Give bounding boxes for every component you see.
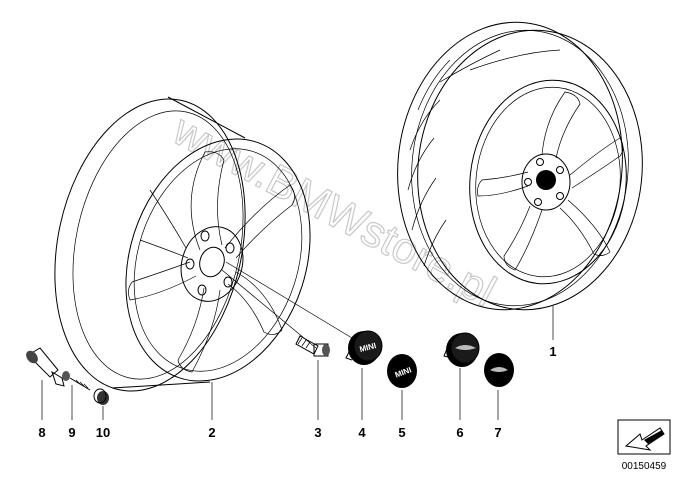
callout-7: 7 <box>494 425 501 440</box>
leader-lines <box>41 261 554 420</box>
callout-1: 1 <box>549 344 556 359</box>
hub-cap-icon <box>536 170 556 190</box>
callout-10: 10 <box>96 425 110 440</box>
watermark: www.BMWstore.pl <box>164 105 503 316</box>
valve-cap-illustration <box>93 388 109 405</box>
callout-6: 6 <box>456 425 463 440</box>
hub-cap-flat-illustration: MINI <box>387 354 417 388</box>
callout-2: 2 <box>208 425 215 440</box>
wheel-bolt-illustration <box>295 335 330 357</box>
valve-illustration <box>26 347 65 387</box>
cap-logo-text: MINI <box>359 341 378 354</box>
wings-logo-icon <box>455 345 476 350</box>
wheel-rim-illustration <box>54 96 311 392</box>
hub-cap-wings-illustration <box>443 332 480 367</box>
callout-4: 4 <box>358 425 366 440</box>
wheel-tyre-illustration <box>397 21 643 311</box>
hub-cap-wings-flat-illustration <box>484 353 514 387</box>
callout-9: 9 <box>68 425 75 440</box>
callout-8: 8 <box>38 425 45 440</box>
hub-cap-mini-illustration: MINI <box>345 330 383 365</box>
diagram-code-badge: 00150459 <box>617 419 671 472</box>
callout-5: 5 <box>398 425 405 440</box>
diagram-code: 00150459 <box>622 461 667 472</box>
valve-insert-illustration <box>62 371 91 391</box>
wings-logo-flat-icon <box>490 367 508 372</box>
callout-3: 3 <box>314 425 321 440</box>
